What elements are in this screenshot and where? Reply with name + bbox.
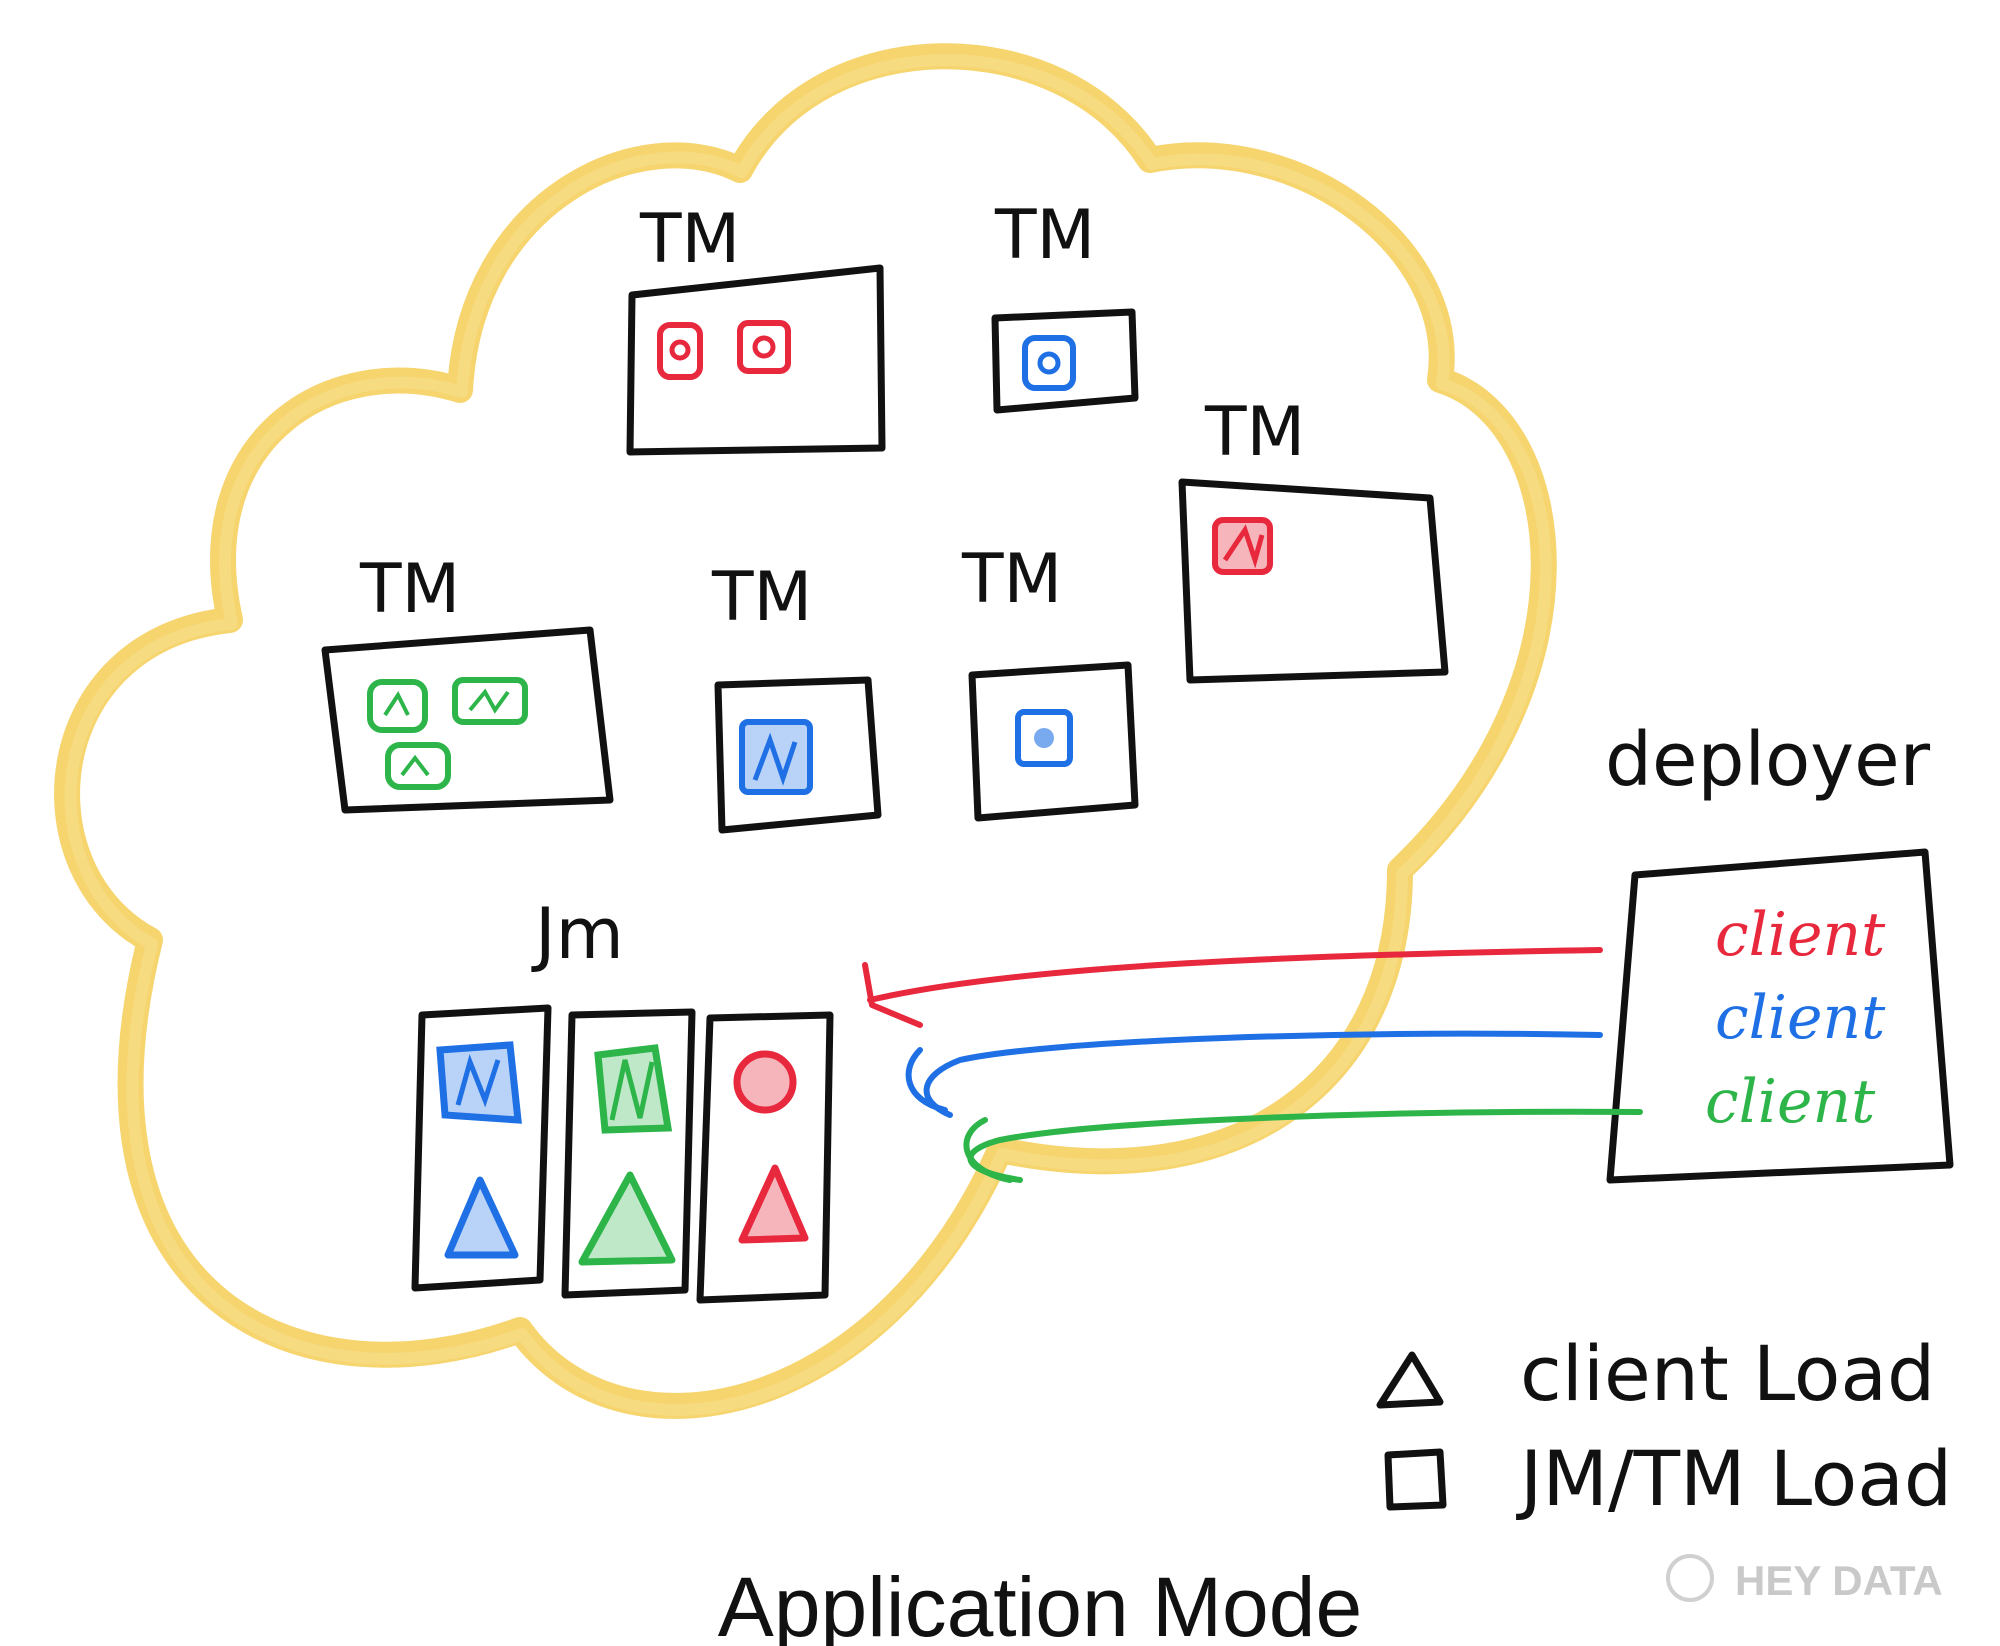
jm-blue-square-scribble bbox=[455, 1054, 501, 1108]
watermark-text: HEY DATA bbox=[1735, 1557, 1943, 1604]
tm-2-label: TM bbox=[994, 196, 1095, 275]
deployer: deployer client client client bbox=[1605, 717, 1954, 1184]
legend-triangle-icon bbox=[1376, 1351, 1444, 1409]
jm-column-blue bbox=[411, 1004, 552, 1292]
deployer-client-blue: client bbox=[1715, 983, 1886, 1053]
jm-blue-triangle bbox=[444, 1176, 519, 1259]
arrow-blue-tail bbox=[905, 1047, 948, 1113]
tm-4-slot-2 bbox=[452, 677, 528, 725]
task-manager-2: TM bbox=[991, 196, 1139, 414]
tm-1-label: TM bbox=[639, 200, 740, 279]
deployer-client-green: client bbox=[1705, 1067, 1876, 1137]
cloud-boundary-inner bbox=[64, 54, 1552, 1416]
legend: client Load JM/TM Load bbox=[1376, 1329, 1952, 1523]
tm-5-box bbox=[714, 676, 882, 834]
tm-1-box bbox=[626, 264, 886, 456]
legend-triangle-label: client Load bbox=[1520, 1329, 1935, 1418]
tm-4-scribble-3 bbox=[400, 754, 430, 777]
legend-square-label: JM/TM Load bbox=[1516, 1434, 1952, 1523]
legend-square-icon bbox=[1384, 1448, 1447, 1511]
arrow-red bbox=[867, 947, 1603, 1003]
tm-4-slot-1 bbox=[367, 679, 428, 733]
tm-5-label: TM bbox=[711, 558, 812, 637]
jm-green-square-scribble bbox=[609, 1059, 655, 1121]
jm-column-green bbox=[561, 1008, 696, 1299]
tm-3-label: TM bbox=[1204, 393, 1305, 472]
watermark-logo-icon bbox=[1666, 1554, 1714, 1602]
task-manager-3: TM bbox=[1178, 393, 1449, 684]
arrow-green-tail bbox=[963, 1117, 1013, 1183]
task-manager-6: TM bbox=[961, 540, 1139, 822]
tm-4-label: TM bbox=[359, 550, 460, 629]
arrow-red-head bbox=[862, 962, 923, 1028]
tm-6-box bbox=[968, 661, 1139, 822]
tm-4-slot-3 bbox=[385, 742, 451, 790]
tm-3-box bbox=[1178, 478, 1449, 684]
jm-label: Jm bbox=[531, 893, 624, 975]
tm-6-label: TM bbox=[961, 540, 1062, 619]
arrow-blue bbox=[923, 1030, 1603, 1118]
job-manager: Jm bbox=[411, 893, 834, 1304]
tm-2-slot-1-fill bbox=[1037, 351, 1061, 375]
jm-red-triangle bbox=[738, 1164, 809, 1244]
tm-1-slot-1-fill bbox=[669, 339, 691, 361]
tm-4-scribble-2 bbox=[468, 688, 510, 714]
deployer-box bbox=[1606, 848, 1954, 1184]
tm-4-scribble-1 bbox=[383, 690, 410, 717]
tm-3-slot-1-scribble bbox=[1222, 524, 1265, 569]
deployer-client-red: client bbox=[1715, 900, 1886, 970]
tm-3-slot-1 bbox=[1212, 517, 1273, 575]
watermark: HEY DATA bbox=[1666, 1554, 1943, 1604]
tm-1-slot-2 bbox=[737, 320, 791, 374]
deployer-label: deployer bbox=[1605, 717, 1931, 803]
tm-2-slot-1 bbox=[1022, 335, 1076, 391]
tm-1-slot-2-fill bbox=[752, 335, 776, 359]
tm-6-slot-1 bbox=[1015, 709, 1073, 767]
diagram-caption: Application Mode bbox=[718, 1560, 1362, 1646]
jm-green-triangle bbox=[578, 1171, 676, 1266]
tm-2-box bbox=[991, 308, 1139, 414]
task-manager-5: TM bbox=[711, 558, 882, 834]
tm-1-slot-1 bbox=[657, 322, 703, 380]
tm-5-slot-1-scribble bbox=[752, 732, 798, 786]
jm-column-red bbox=[696, 1011, 834, 1304]
jm-red-square bbox=[733, 1050, 797, 1114]
task-manager-1: TM bbox=[626, 200, 886, 456]
tm-4-box bbox=[321, 626, 614, 814]
tm-6-slot-1-fill bbox=[1034, 728, 1054, 748]
task-manager-4: TM bbox=[321, 550, 614, 814]
